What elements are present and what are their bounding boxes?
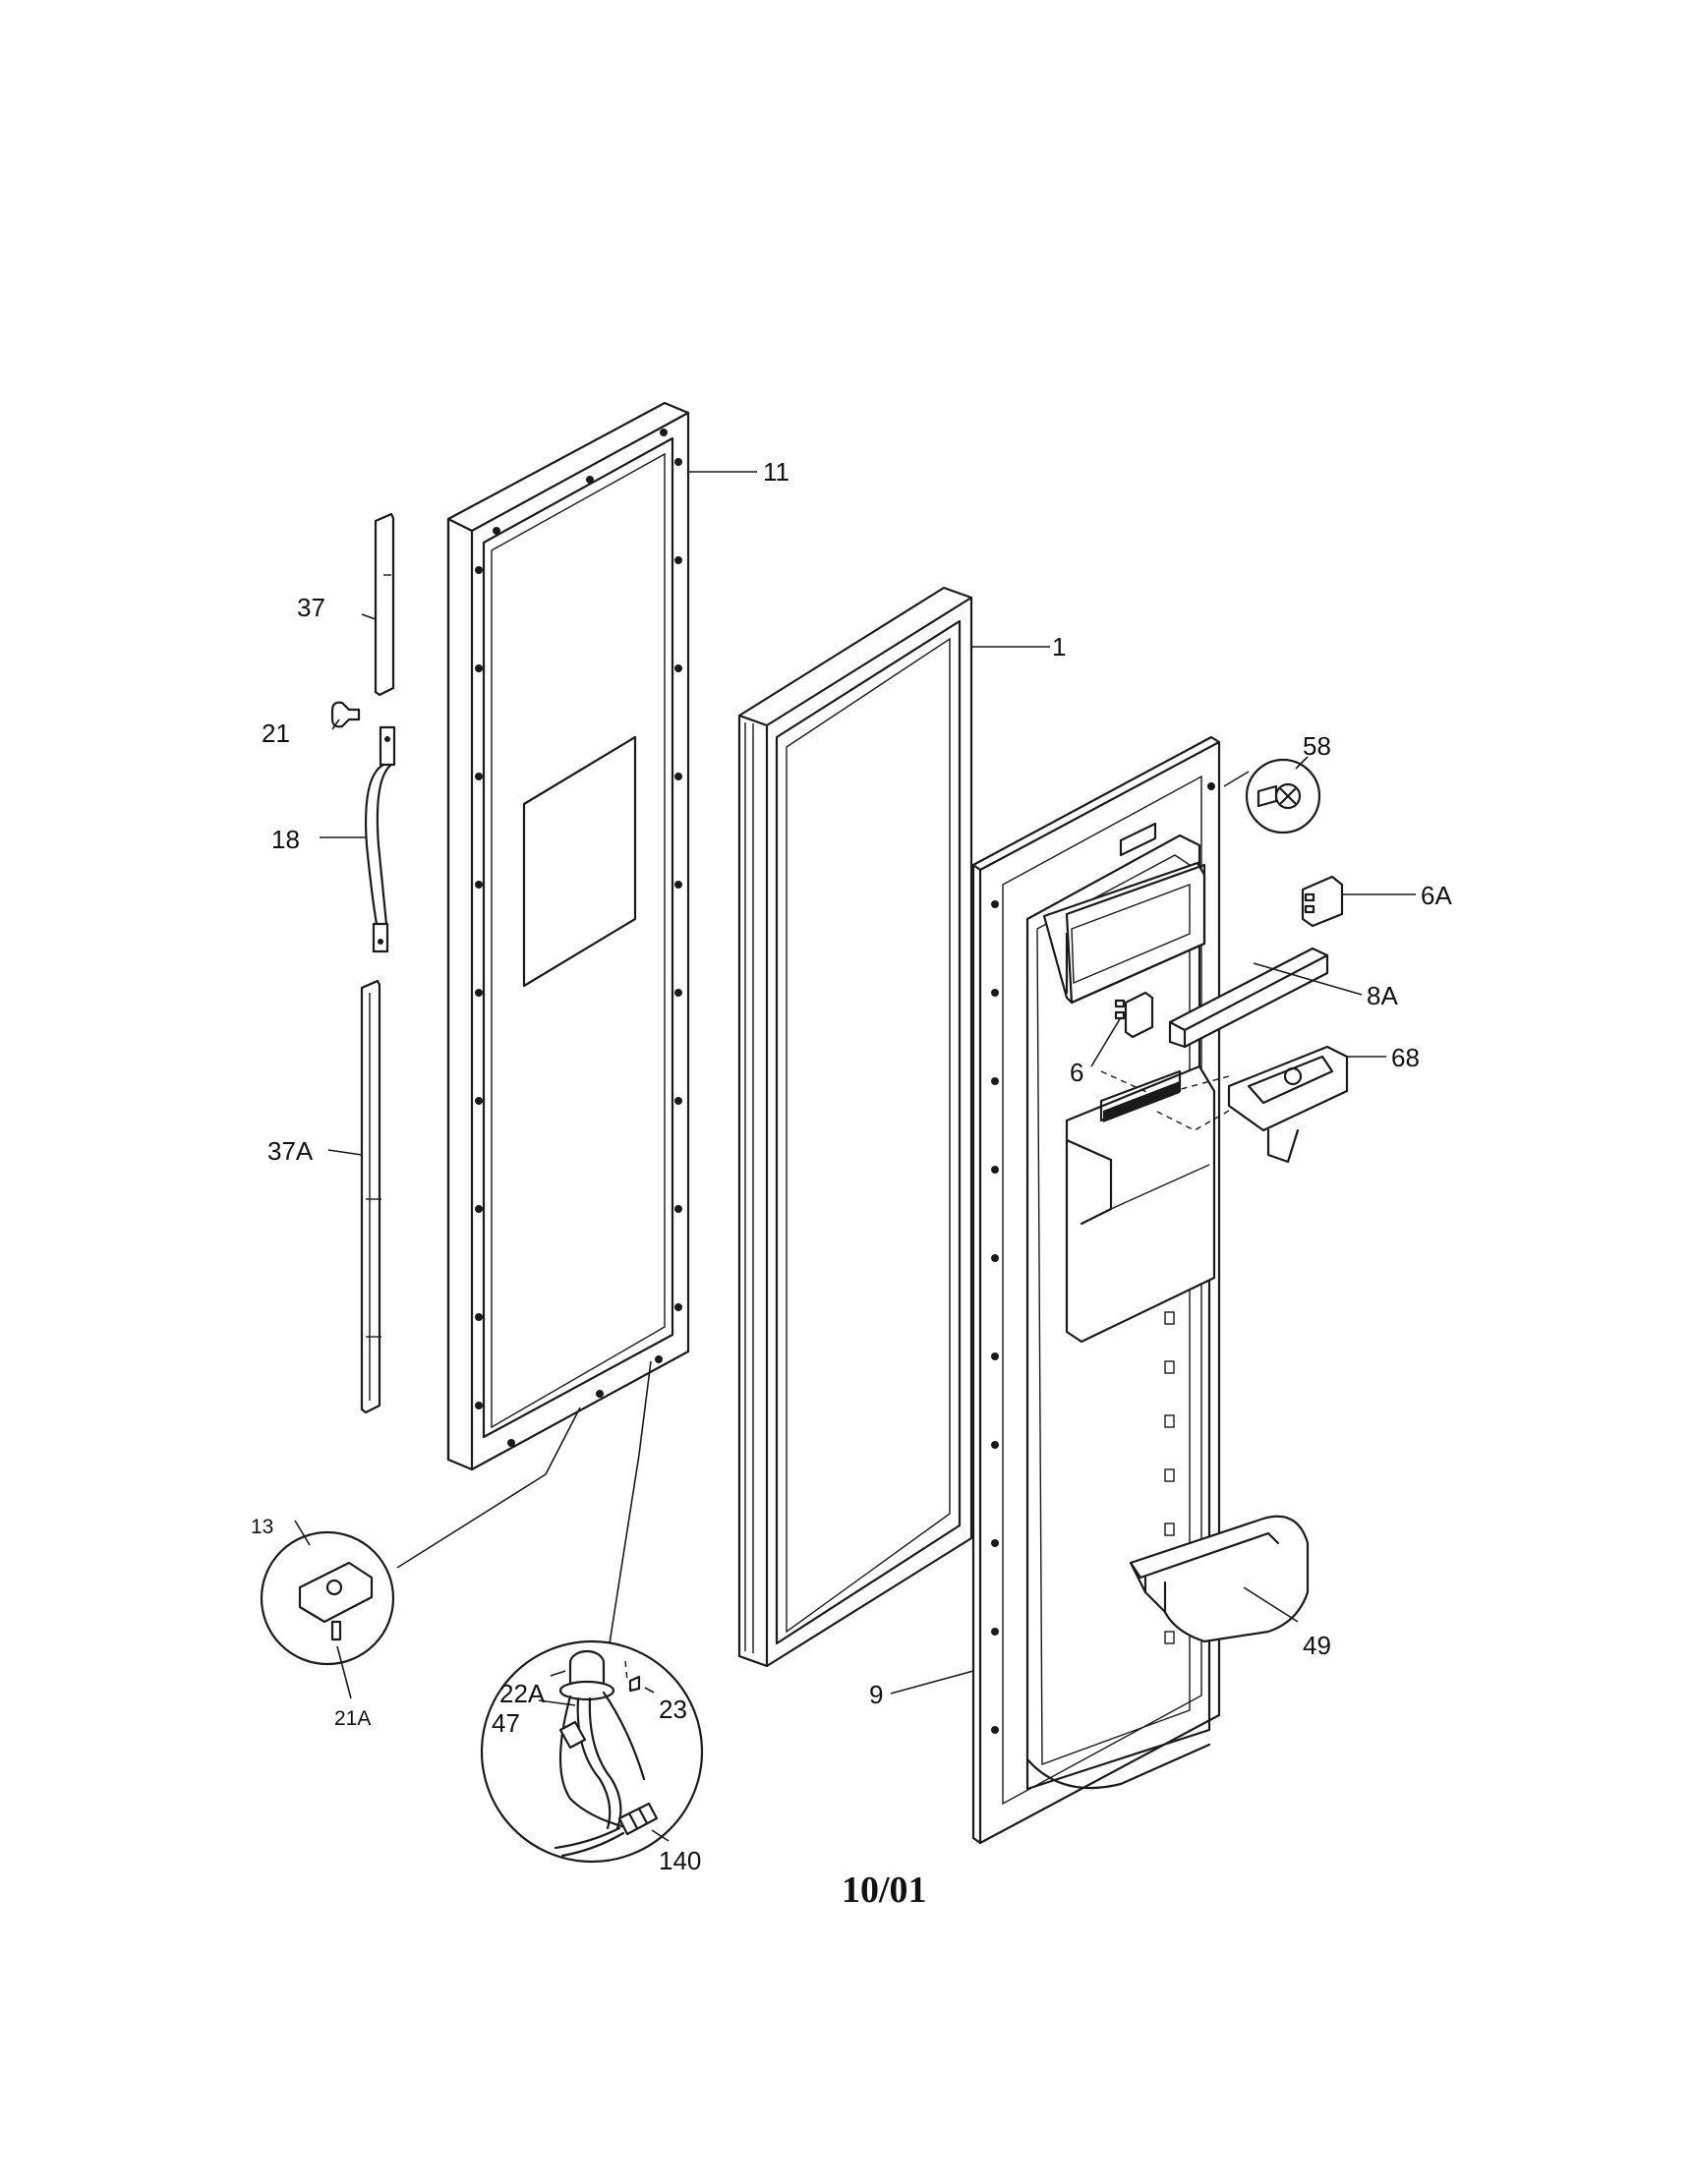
harness-detail-circle — [480, 1639, 704, 1864]
frame-holes — [475, 429, 682, 1447]
bracket-part-6 — [1114, 991, 1154, 1039]
callout-21a: 21A — [334, 1707, 371, 1730]
bin-part-49 — [1129, 1515, 1310, 1643]
strip-part-37a — [360, 979, 381, 1414]
revision-date: 10/01 — [842, 1869, 927, 1911]
callout-58: 58 — [1303, 731, 1331, 761]
door-frame-part-11 — [446, 401, 690, 1471]
screw-detail-part-58 — [1245, 758, 1321, 834]
callout-47: 47 — [492, 1708, 520, 1738]
handle-part-18 — [364, 725, 396, 953]
callout-22a: 22A — [499, 1679, 546, 1708]
callout-18: 18 — [271, 825, 300, 854]
liner-holes — [991, 782, 1215, 1734]
callout-68: 68 — [1391, 1043, 1420, 1072]
hinge-detail-part-13 — [260, 1530, 395, 1666]
callout-1: 1 — [1052, 632, 1066, 661]
callout-21: 21 — [262, 718, 290, 748]
door-liner-part-9 — [971, 735, 1221, 1845]
callout-49: 49 — [1303, 1631, 1331, 1660]
gasket-part-1 — [737, 586, 973, 1668]
shelf-clips — [1164, 1311, 1175, 1644]
callout-9: 9 — [869, 1680, 883, 1709]
cup-part-68 — [1154, 1045, 1349, 1164]
callout-8a: 8A — [1367, 981, 1398, 1010]
callout-37a: 37A — [267, 1136, 314, 1166]
callout-6: 6 — [1070, 1058, 1083, 1087]
callout-140: 140 — [659, 1846, 701, 1875]
callout-23: 23 — [659, 1695, 687, 1724]
callout-labels: 11 1 37 21 18 37A 58 6A 8A 6 68 13 21A 2… — [251, 457, 1452, 1875]
callout-11: 11 — [763, 457, 789, 487]
callout-6a: 6A — [1421, 881, 1452, 910]
callout-37: 37 — [297, 593, 325, 622]
dispenser-grill — [1103, 1081, 1180, 1122]
callout-13: 13 — [251, 1516, 273, 1538]
leader-lines — [294, 471, 1416, 1842]
bracket-part-6a — [1301, 875, 1344, 928]
strip-part-37 — [374, 512, 395, 697]
